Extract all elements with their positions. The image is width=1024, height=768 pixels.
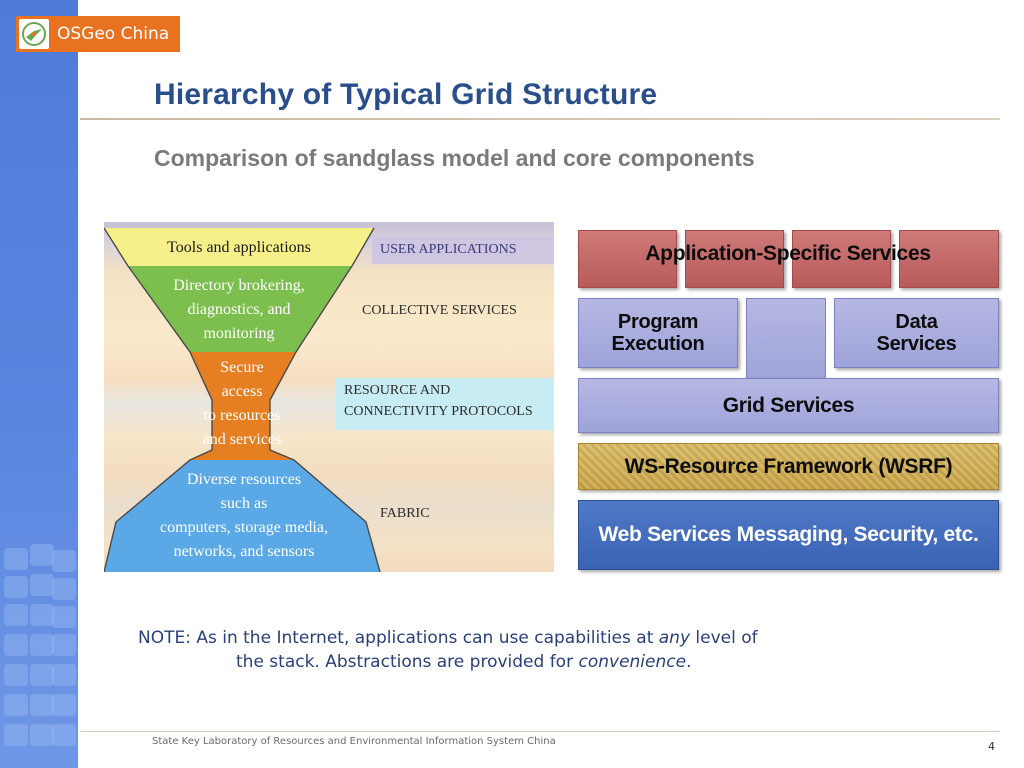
- decorative-tile: [30, 574, 54, 596]
- app-specific-block: [685, 230, 784, 288]
- data-services-block: Data Services: [834, 298, 999, 368]
- fabric-line: networks, and sensors: [173, 543, 315, 560]
- fabric-line: computers, storage media,: [160, 519, 328, 536]
- sandglass-collective-label: Directory brokering, diagnostics, and mo…: [144, 274, 334, 346]
- collective-line: Directory brokering,: [173, 277, 305, 294]
- decorative-tile: [30, 664, 54, 686]
- app-specific-block: [792, 230, 891, 288]
- sandglass-shape: [104, 227, 381, 572]
- decorative-tile: [4, 634, 28, 656]
- resource-band: [336, 378, 554, 430]
- sandglass-top-layer: [104, 228, 374, 266]
- note-emphasis: any: [658, 628, 691, 648]
- decorative-tile: [4, 604, 28, 626]
- program-execution-block: Program Execution: [578, 298, 738, 368]
- decorative-tile: [52, 606, 76, 628]
- title-divider: [80, 118, 1000, 120]
- slide-subtitle: Comparison of sandglass model and core c…: [154, 145, 755, 171]
- page-number: 4: [988, 740, 995, 753]
- decorative-tile: [30, 544, 54, 566]
- resource-protocols-line: RESOURCE AND: [344, 383, 451, 398]
- resource-line: access: [221, 383, 263, 400]
- grid-services-block: Grid Services: [578, 378, 999, 433]
- sandglass-fabric-label: Diverse resources such as computers, sto…: [134, 468, 354, 564]
- application-specific-services-label: Application-Specific Services: [645, 242, 931, 265]
- collective-line: monitoring: [203, 325, 275, 342]
- footer-org: State Key Laboratory of Resources and En…: [152, 736, 556, 747]
- decorative-tile: [30, 724, 54, 746]
- resource-protocols-label: RESOURCE AND CONNECTIVITY PROTOCOLS: [344, 380, 533, 422]
- decorative-tile: [4, 664, 28, 686]
- note-text: level of: [690, 628, 758, 648]
- sandglass-right-outline: [269, 227, 381, 572]
- decorative-tile: [52, 724, 76, 746]
- program-execution-line: Execution: [611, 333, 705, 355]
- decorative-tile: [4, 694, 28, 716]
- left-decorative-band: [0, 0, 78, 768]
- decorative-tile: [52, 664, 76, 686]
- fabric-line: such as: [220, 495, 268, 512]
- slide-title: Hierarchy of Typical Grid Structure: [154, 78, 658, 111]
- sandglass-collective-layer: [128, 266, 352, 352]
- sandglass-resource-label: Secure access to resources and services: [182, 356, 302, 452]
- resource-line: to resources: [203, 407, 281, 424]
- wsrf-block: WS-Resource Framework (WSRF): [578, 443, 999, 490]
- sandglass-fabric-layer: [104, 460, 380, 572]
- messaging-security-block: Web Services Messaging, Security, etc.: [578, 500, 999, 570]
- app-specific-block: [578, 230, 677, 288]
- note-emphasis: convenience: [578, 652, 687, 672]
- resource-line: and services: [202, 431, 282, 448]
- stack-note: NOTE: As in the Internet, applications c…: [138, 626, 898, 674]
- user-apps-band: [372, 236, 554, 264]
- decorative-tile: [30, 634, 54, 656]
- decorative-tile: [52, 550, 76, 572]
- grid-services-connector: [746, 298, 826, 378]
- fabric-label: FABRIC: [380, 506, 430, 521]
- program-execution-line: Program: [617, 311, 699, 333]
- sandglass-model-figure: Tools and applications Directory brokeri…: [104, 222, 554, 572]
- decorative-tile: [52, 634, 76, 656]
- resource-line: Secure: [220, 359, 264, 376]
- decorative-tile: [30, 604, 54, 626]
- decorative-tile: [30, 694, 54, 716]
- logo-text: OSGeo China: [57, 24, 170, 44]
- fabric-line: Diverse resources: [186, 471, 302, 488]
- note-text: .: [686, 652, 692, 672]
- decorative-tile: [4, 548, 28, 570]
- decorative-tiles: [0, 540, 78, 768]
- sandglass-top-label: Tools and applications: [167, 239, 311, 256]
- user-applications-label: USER APPLICATIONS: [380, 242, 517, 257]
- footer-divider: [80, 731, 1000, 732]
- osgeo-logo-icon: [19, 19, 49, 49]
- data-services-line: Data: [895, 311, 938, 333]
- decorative-tile: [4, 576, 28, 598]
- decorative-tile: [4, 724, 28, 746]
- collective-line: diagnostics, and: [187, 301, 291, 318]
- note-text: the stack. Abstractions are provided for: [236, 652, 579, 672]
- decorative-tile: [52, 578, 76, 600]
- data-services-line: Services: [876, 333, 957, 355]
- note-line-2: the stack. Abstractions are provided for…: [138, 650, 898, 674]
- note-text: NOTE: As in the Internet, applications c…: [138, 628, 659, 648]
- resource-protocols-line: CONNECTIVITY PROTOCOLS: [344, 404, 533, 419]
- osgeo-logo[interactable]: OSGeo China: [16, 16, 180, 52]
- collective-services-label: COLLECTIVE SERVICES: [362, 303, 517, 318]
- sandglass-left-outline: [104, 227, 213, 572]
- app-specific-block: [899, 230, 999, 288]
- decorative-tile: [52, 694, 76, 716]
